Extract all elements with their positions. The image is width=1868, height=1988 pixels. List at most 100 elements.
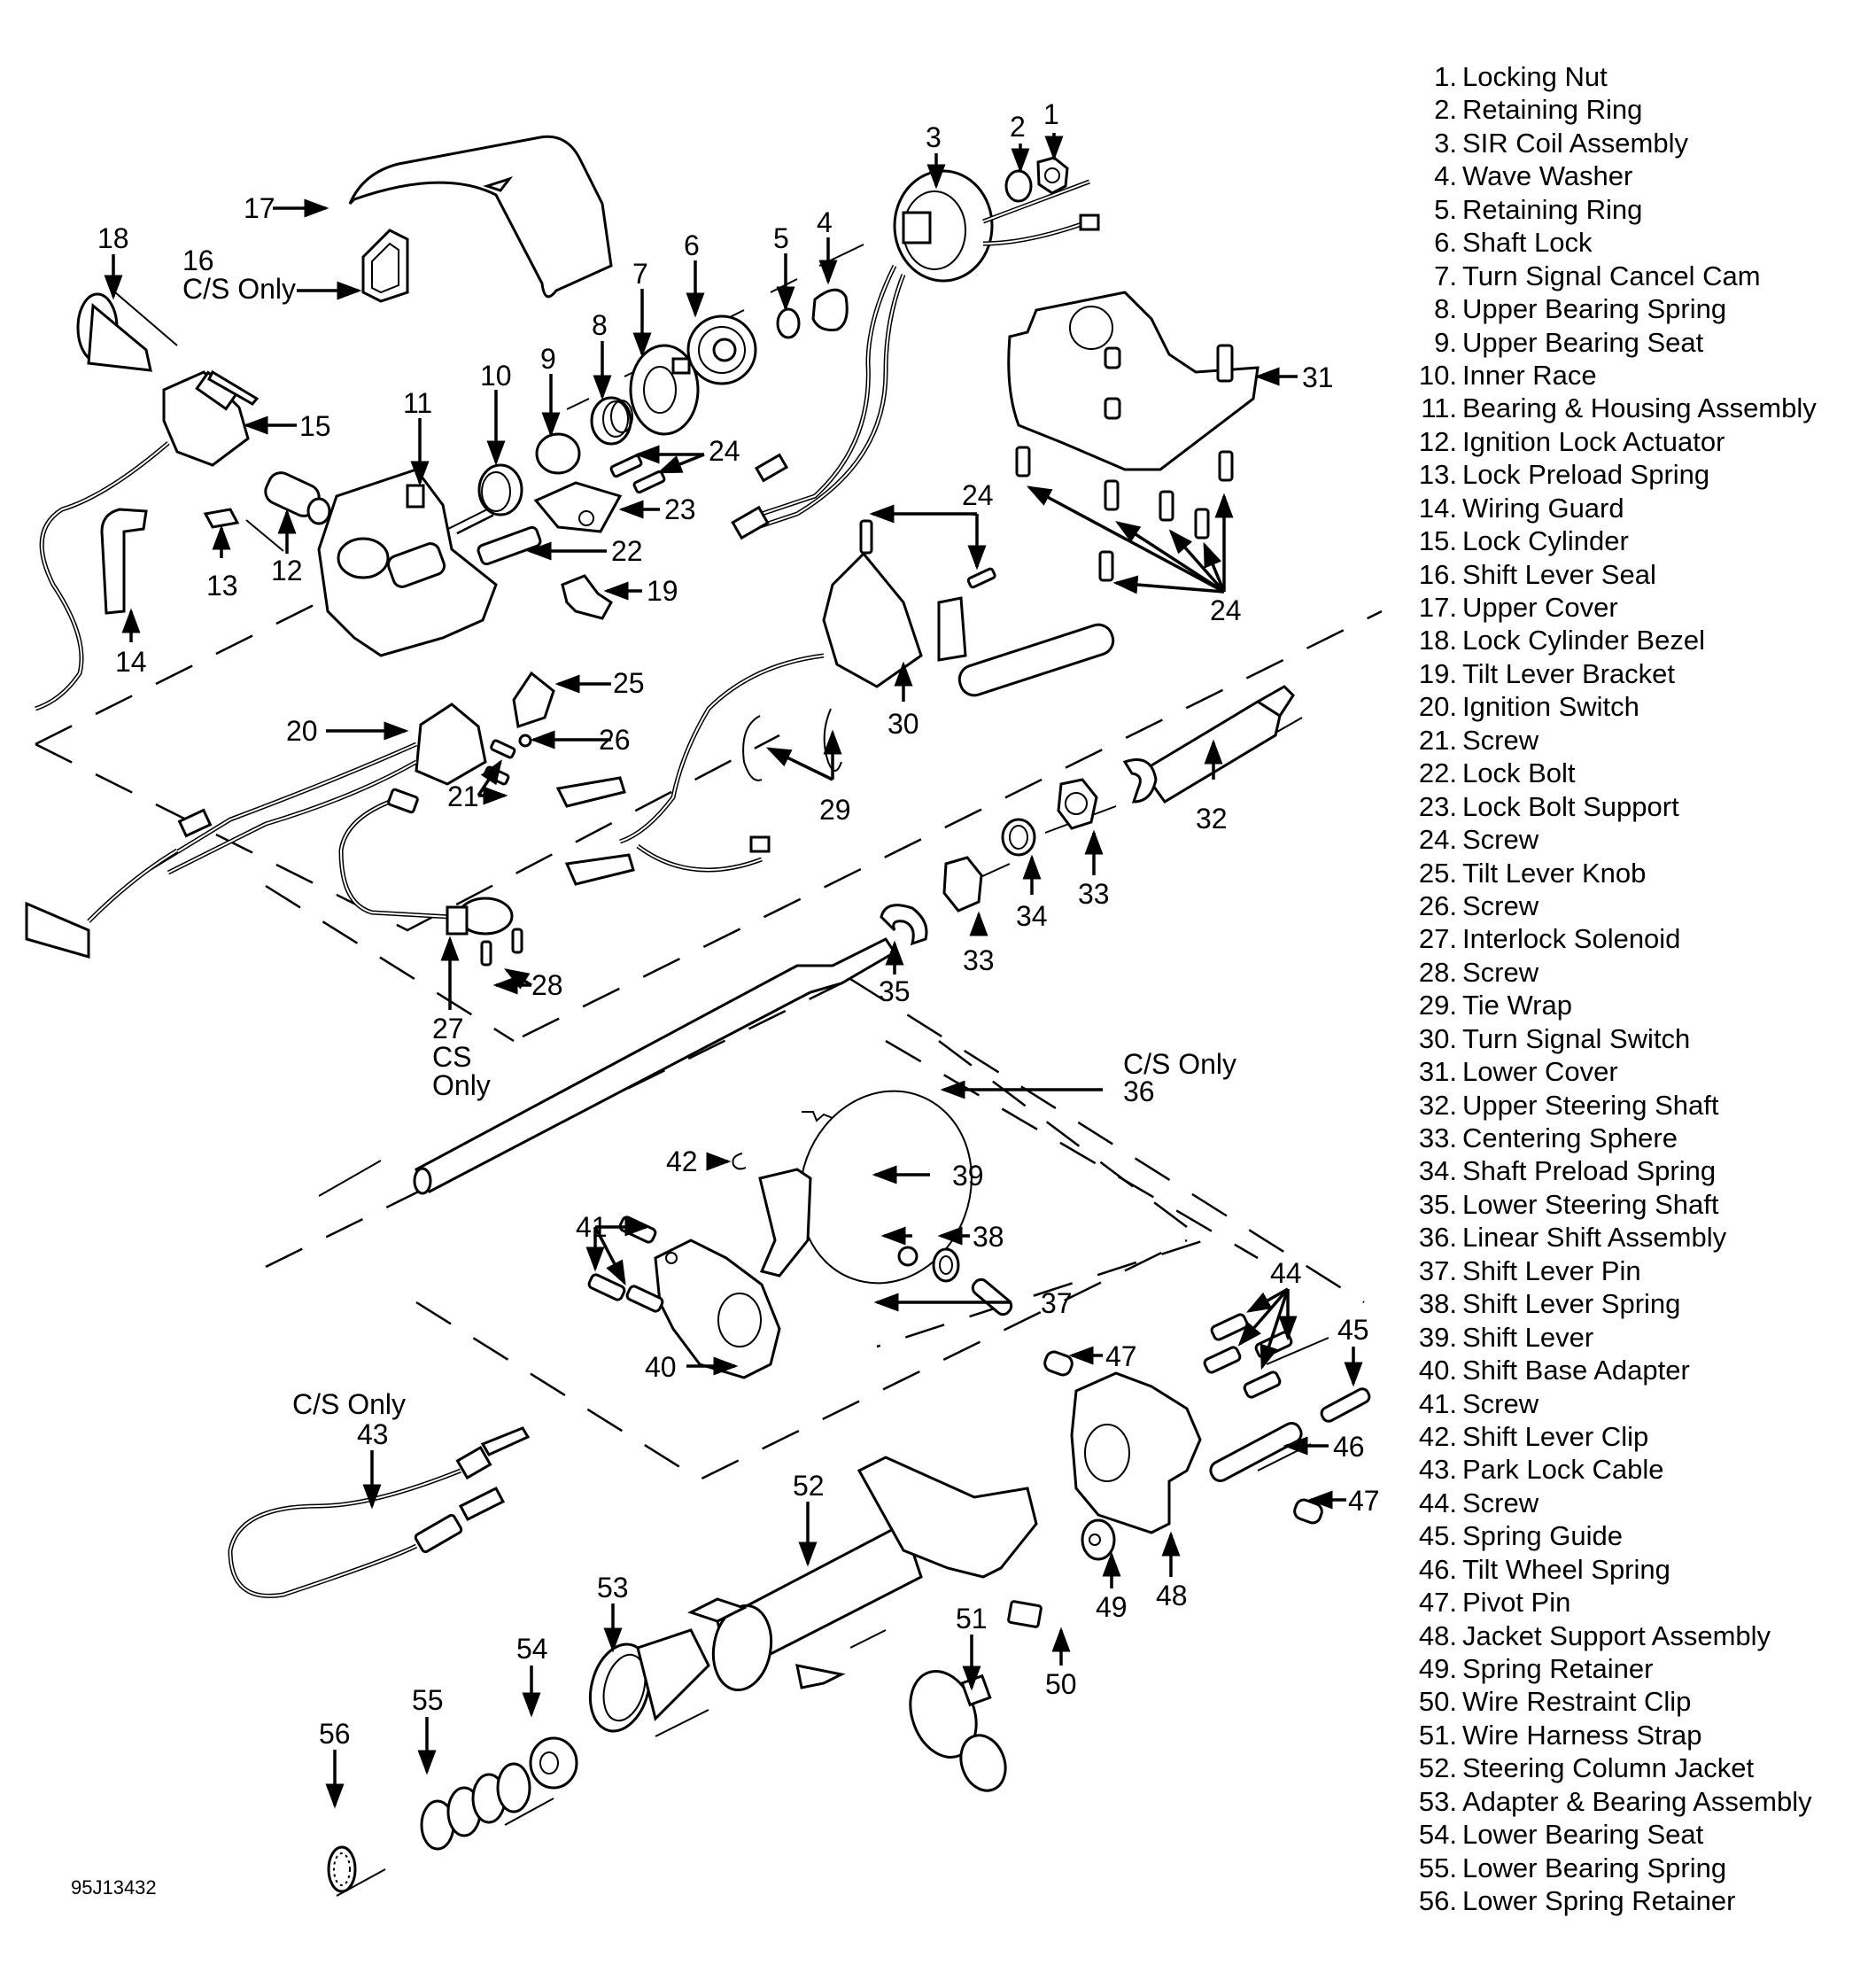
callout-29: 29 — [819, 794, 851, 826]
legend-item-name: Screw — [1462, 1487, 1539, 1518]
callout-2: 2 — [1010, 111, 1026, 143]
legend-item-name: Bearing & Housing Assembly — [1462, 392, 1817, 424]
legend-item-number: 24. — [1418, 824, 1457, 856]
callout-1: 1 — [1043, 98, 1059, 130]
lower-bearing-seat — [529, 1736, 578, 1790]
callout-47-upper: 47 — [1105, 1340, 1137, 1372]
legend-item-number: 56. — [1418, 1885, 1457, 1917]
legend-item: 33.Centering Sphere — [1404, 1122, 1817, 1154]
sir-coil-assembly — [731, 169, 1100, 540]
wiring-guard — [100, 508, 148, 615]
turn-signal-switch — [555, 551, 1115, 886]
legend-item-name: Pivot Pin — [1462, 1587, 1571, 1619]
legend-item-name: Shift Lever Pin — [1462, 1254, 1641, 1286]
legend-item-name: Ignition Switch — [1462, 691, 1639, 723]
lock-cylinder-wire — [35, 441, 170, 711]
steering-column-jacket — [687, 1456, 1038, 1692]
pivot-pin-lower — [1293, 1498, 1323, 1525]
legend-item-name: Lower Bearing Spring — [1462, 1852, 1727, 1883]
legend-item-number: 51. — [1418, 1719, 1457, 1751]
shift-lever-seal — [361, 229, 409, 303]
legend-item-number: 7. — [1434, 260, 1457, 291]
legend-item-name: Spring Retainer — [1462, 1653, 1654, 1684]
legend-item-name: Centering Sphere — [1462, 1122, 1678, 1153]
legend-item-number: 35. — [1418, 1188, 1457, 1220]
legend-item-name: Screw — [1462, 956, 1539, 988]
legend-item-number: 26. — [1418, 889, 1457, 921]
lower-bearing-spring — [420, 1762, 531, 1851]
legend-item-name: Turn Signal Switch — [1462, 1022, 1691, 1054]
retaining-ring-5 — [776, 307, 801, 339]
legend-item-name: Steering Column Jacket — [1462, 1752, 1755, 1784]
shift-lever-pin — [971, 1277, 1013, 1316]
legend-item-number: 16. — [1418, 558, 1457, 590]
legend-item-name: Shift Lever Seal — [1462, 558, 1656, 590]
legend-item-number: 32. — [1418, 1089, 1457, 1121]
wave-washer — [811, 288, 849, 331]
legend-item-name: Lower Steering Shaft — [1462, 1188, 1719, 1220]
legend-item: 38.Shift Lever Spring — [1404, 1287, 1817, 1320]
legend-item-number: 46. — [1418, 1553, 1457, 1585]
legend-item-number: 19. — [1418, 657, 1457, 689]
legend-item-name: Retaining Ring — [1462, 193, 1643, 225]
legend-item: 9.Upper Bearing Seat — [1404, 326, 1817, 359]
legend-item: 41.Screw — [1404, 1387, 1817, 1420]
turn-signal-cancel-cam — [629, 344, 700, 436]
legend-item-number: 11. — [1421, 392, 1457, 424]
legend-item-name: Locking Nut — [1462, 61, 1608, 92]
legend-item-number: 39. — [1418, 1321, 1457, 1353]
legend-item-number: 38. — [1418, 1288, 1457, 1320]
legend-item-number: 45. — [1418, 1520, 1457, 1552]
legend-item: 20.Ignition Switch — [1404, 690, 1817, 723]
legend-item: 10.Inner Race — [1404, 359, 1817, 392]
legend-item: 46.Tilt Wheel Spring — [1404, 1553, 1817, 1586]
tilt-lever-knob — [512, 671, 555, 728]
legend-item-name: Wave Washer — [1462, 160, 1633, 192]
legend-item: 49.Spring Retainer — [1404, 1652, 1817, 1685]
legend-item-number: 44. — [1418, 1487, 1457, 1518]
screws-28 — [480, 928, 523, 967]
legend-item-number: 29. — [1418, 990, 1457, 1021]
legend-item: 36.Linear Shift Assembly — [1404, 1221, 1817, 1254]
legend-item-name: SIR Coil Assembly — [1462, 127, 1688, 159]
legend-item: 56.Lower Spring Retainer — [1404, 1884, 1817, 1917]
centering-sphere-upper — [1057, 778, 1098, 830]
legend-item: 43.Park Lock Cable — [1404, 1453, 1817, 1486]
inner-race — [477, 463, 523, 516]
screws-44 — [1203, 1313, 1293, 1399]
lower-cover — [1007, 291, 1260, 471]
legend-item-name: Tie Wrap — [1462, 990, 1573, 1021]
lock-bolt-support — [533, 481, 623, 533]
callout-28: 28 — [531, 969, 563, 1001]
legend-item: 6.Shaft Lock — [1404, 226, 1817, 259]
legend-item: 11.Bearing & Housing Assembly — [1404, 392, 1817, 424]
legend-item: 54.Lower Bearing Seat — [1404, 1818, 1817, 1851]
legend-item: 24.Screw — [1404, 823, 1817, 856]
callout-4: 4 — [817, 206, 833, 238]
legend-item-name: Ignition Lock Actuator — [1462, 425, 1725, 457]
callout-46: 46 — [1333, 1431, 1365, 1463]
shaft-preload-spring — [1001, 818, 1036, 857]
legend-item: 22.Lock Bolt — [1404, 757, 1817, 789]
lower-spring-retainer — [327, 1845, 357, 1893]
legend-item-number: 21. — [1418, 724, 1457, 756]
leader-arrows — [104, 133, 1363, 1809]
legend-item-name: Upper Bearing Spring — [1462, 293, 1727, 325]
callout-54: 54 — [516, 1633, 548, 1665]
legend-item-number: 55. — [1418, 1852, 1457, 1883]
upper-bearing-seat — [535, 432, 581, 475]
legend-item: 32.Upper Steering Shaft — [1404, 1089, 1817, 1122]
legend-item-number: 4. — [1434, 160, 1457, 192]
legend-item-name: Interlock Solenoid — [1462, 923, 1681, 955]
legend-item: 19.Tilt Lever Bracket — [1404, 657, 1817, 690]
callout-6: 6 — [684, 229, 700, 261]
shift-lever-clip — [732, 1153, 747, 1170]
legend-item-name: Shaft Preload Spring — [1462, 1155, 1717, 1187]
legend-item-name: Screw — [1462, 1387, 1539, 1419]
shift-plate — [799, 1090, 973, 1285]
shaft-lock — [686, 315, 757, 385]
legend-item: 8.Upper Bearing Spring — [1404, 292, 1817, 325]
legend-item-number: 50. — [1418, 1686, 1457, 1718]
callout-24-lower-cover: 24 — [1210, 594, 1242, 626]
